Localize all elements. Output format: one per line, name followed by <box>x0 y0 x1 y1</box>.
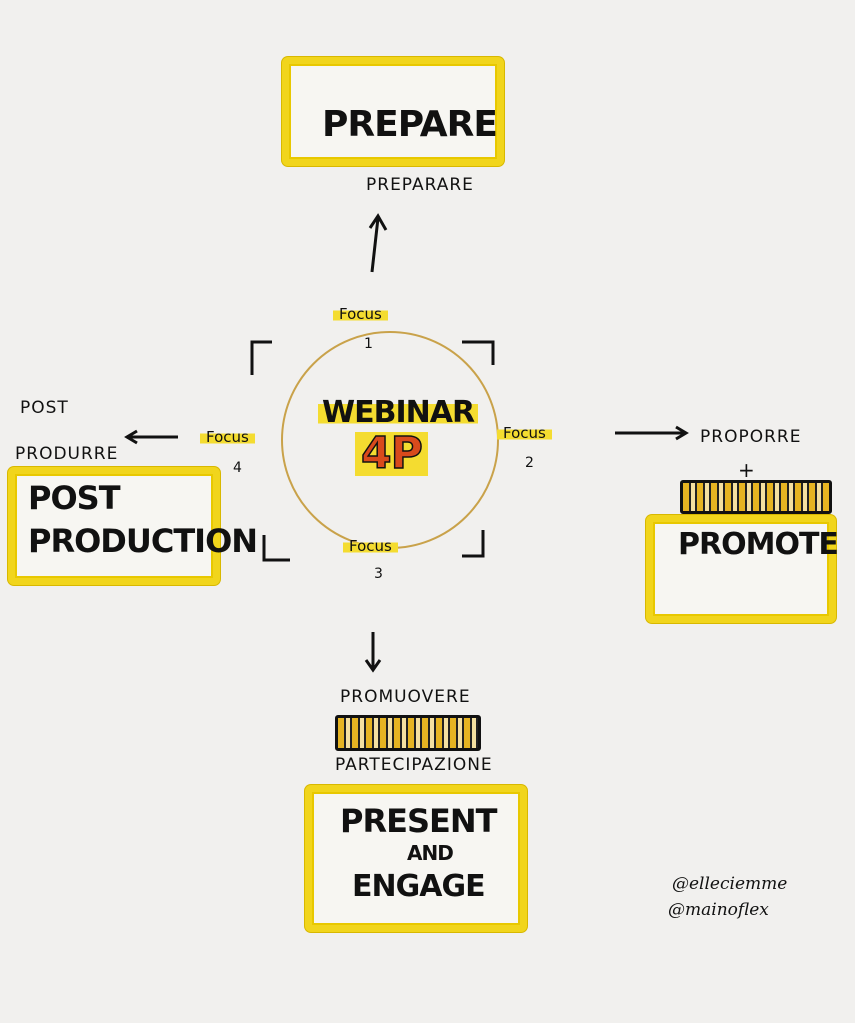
focus-4-label: Focus <box>200 426 255 448</box>
focus-4-number: 4 <box>233 460 242 476</box>
prepare-subtitle: PREPARARE <box>366 175 474 195</box>
webinar-title: WEBINAR <box>318 398 479 428</box>
arrow-down <box>364 632 382 673</box>
4p-title: 4P <box>355 431 428 476</box>
scribbled-word <box>680 480 832 514</box>
post-title-2: PRODUCTION <box>28 522 258 560</box>
arrow-right <box>615 425 689 441</box>
present-title-1: PRESENT <box>340 802 497 840</box>
corner-top-left <box>250 340 272 375</box>
prepare-box <box>282 57 504 166</box>
corner-top-right <box>462 340 495 365</box>
arrow-up <box>368 213 388 273</box>
post-subtitle-2: PRODURRE <box>15 444 119 464</box>
promote-subtitle: PROPORRE <box>700 427 802 447</box>
post-title-1: POST <box>28 479 121 517</box>
post-subtitle-1: POST <box>20 398 69 418</box>
present-box <box>305 785 527 932</box>
credit-2: @mainoflex <box>668 900 769 920</box>
focus-2-label: Focus <box>497 422 552 444</box>
corner-bottom-right <box>462 530 485 558</box>
promote-title: PROMOTE <box>678 527 839 562</box>
promote-box <box>646 515 836 623</box>
prepare-title: PREPARE <box>322 104 498 145</box>
corner-bottom-left <box>262 535 290 562</box>
focus-2-number: 2 <box>525 455 534 471</box>
focus-1-label: Focus <box>333 303 388 325</box>
focus-1-number: 1 <box>364 336 373 352</box>
present-subtitle-top: PROMUOVERE <box>340 687 471 707</box>
present-title-3: ENGAGE <box>352 869 486 904</box>
focus-3-label: Focus <box>343 535 398 557</box>
arrow-left <box>124 429 178 445</box>
post-production-box <box>8 467 220 585</box>
scribbled-word <box>335 715 481 751</box>
focus-3-number: 3 <box>374 566 383 582</box>
present-subtitle-bottom: PARTECIPAZIONE <box>335 755 493 775</box>
present-title-2: AND <box>407 841 454 865</box>
plus-sign: + <box>738 458 756 482</box>
credit-1: @elleciemme <box>672 874 788 894</box>
